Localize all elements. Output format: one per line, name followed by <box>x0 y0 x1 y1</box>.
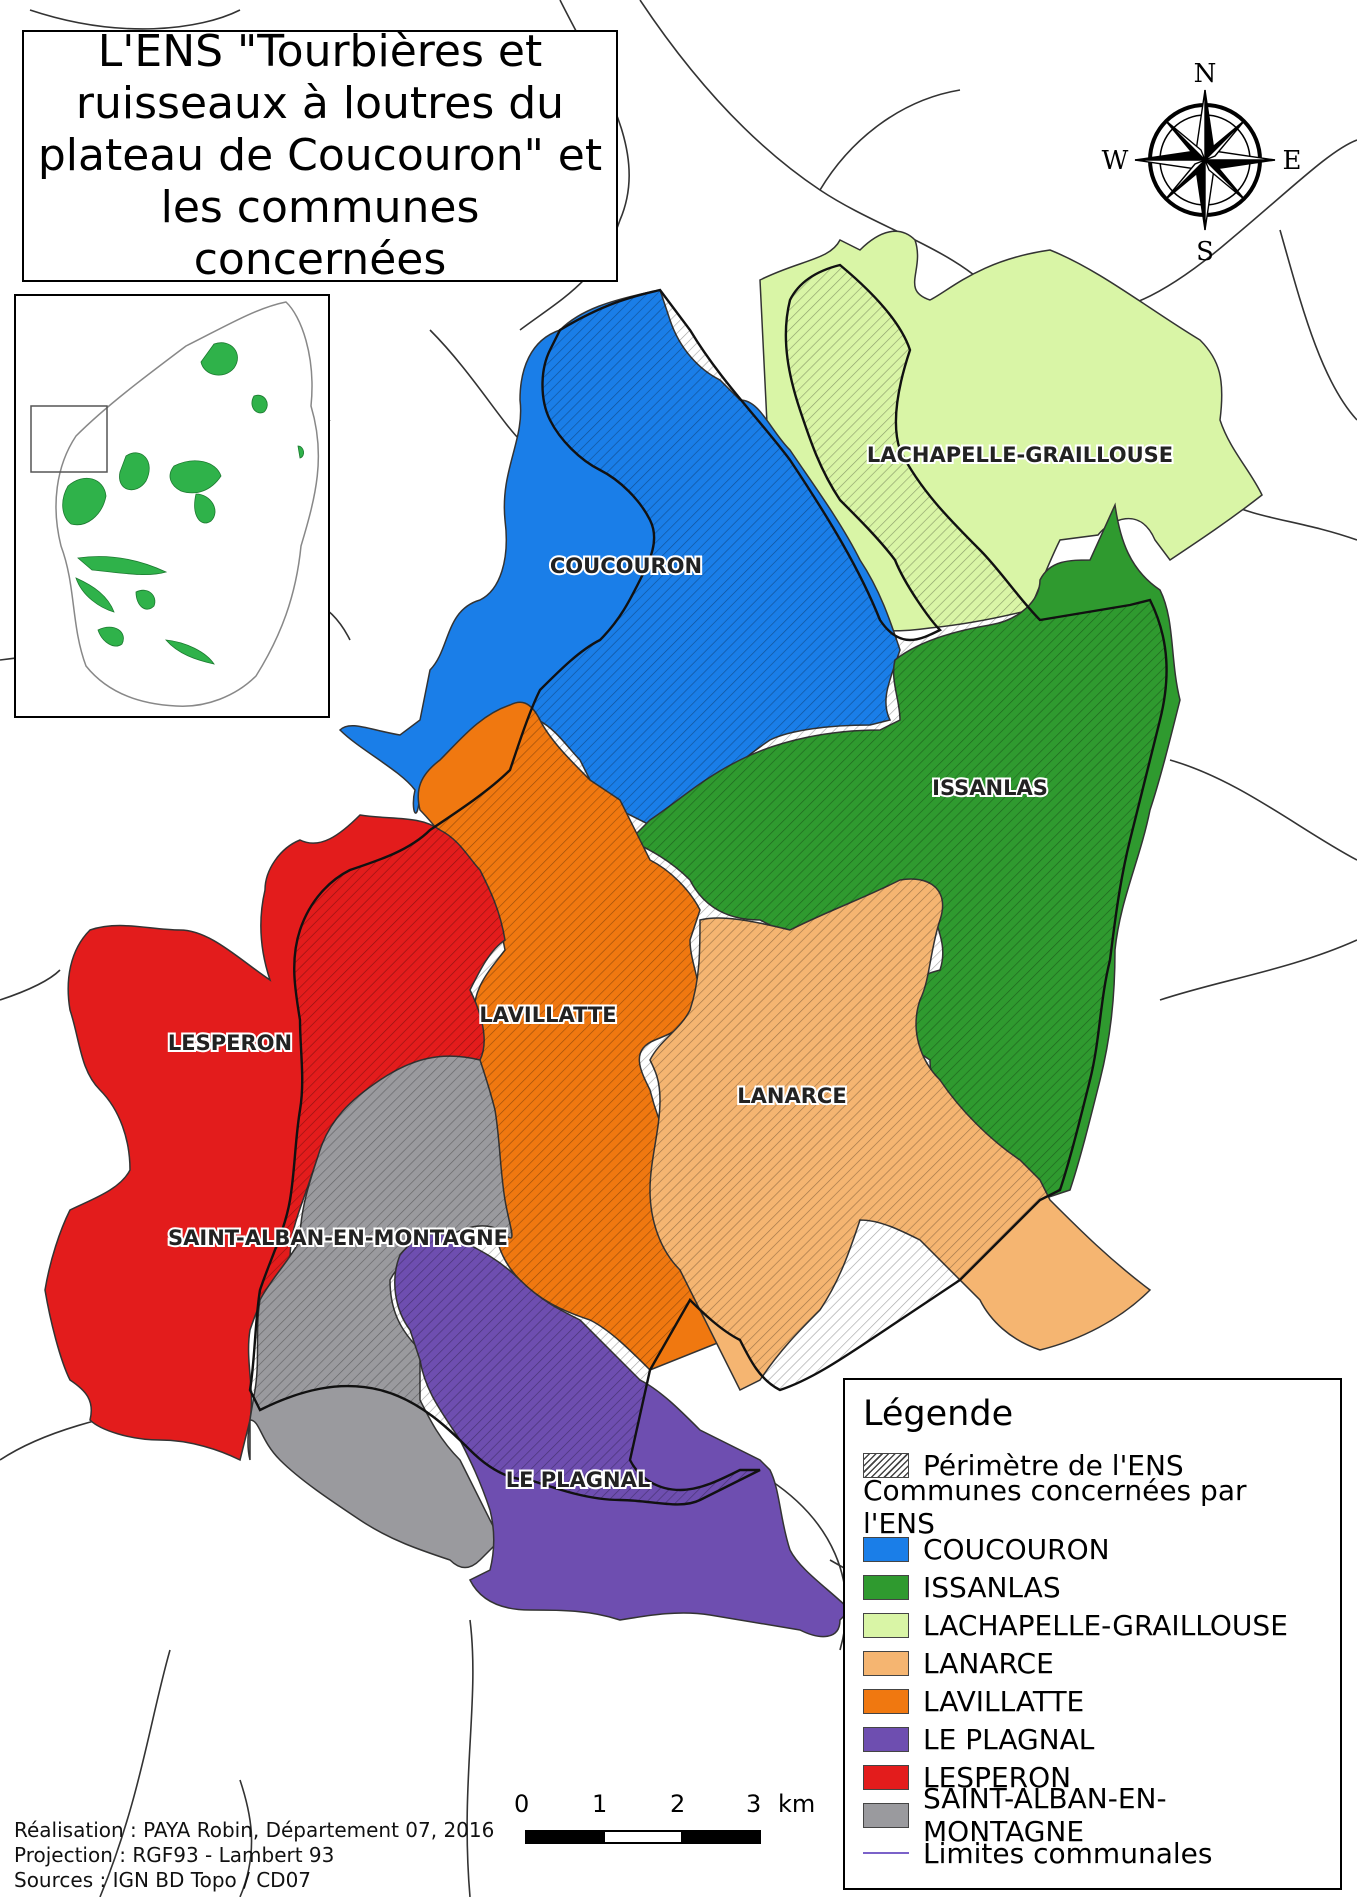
legend-item: LESPERON <box>863 1758 1322 1796</box>
color-swatch <box>863 1574 909 1600</box>
label-coucouron: COUCOURON <box>550 554 702 578</box>
inset-map-svg <box>30 301 320 707</box>
compass-west: W <box>1102 146 1129 176</box>
scale-bar: 0 1 2 3 km <box>510 1790 815 1860</box>
hatch-swatch <box>863 1452 909 1478</box>
scale-tick-3: 3 <box>746 1790 762 1818</box>
map-title: L'ENS "Tourbières et ruisseaux à loutres… <box>37 26 603 285</box>
label-lachapelle-graillouse: LACHAPELLE-GRAILLOUSE <box>867 443 1173 467</box>
legend-item: LANARCE <box>863 1644 1322 1682</box>
legend-item: LACHAPELLE-GRAILLOUSE <box>863 1606 1322 1644</box>
legend-communes-heading: Communes concernées par l'ENS <box>863 1474 1247 1540</box>
label-issanlas: ISSANLAS <box>932 776 1048 800</box>
legend-item-limits: Limites communales <box>863 1834 1322 1872</box>
credit-line: Réalisation : PAYA Robin, Département 07… <box>14 1818 495 1842</box>
color-swatch <box>863 1802 909 1828</box>
title-box: L'ENS "Tourbières et ruisseaux à loutres… <box>22 26 618 285</box>
label-lanarce: LANARCE <box>737 1084 846 1108</box>
color-swatch <box>863 1764 909 1790</box>
scale-segment <box>681 1830 761 1844</box>
legend-item: SAINT-ALBAN-EN-MONTAGNE <box>863 1782 1322 1848</box>
label-lavillatte: LAVILLATTE <box>479 1003 616 1027</box>
legend-item: LAVILLATTE <box>863 1682 1322 1720</box>
inset-locator-map[interactable] <box>14 294 330 718</box>
credit-line: Sources : IGN BD Topo / CD07 <box>14 1868 312 1892</box>
scale-segment <box>603 1830 683 1844</box>
line-swatch <box>863 1852 909 1854</box>
label-saint-alban-en-montagne: SAINT-ALBAN-EN-MONTAGNE <box>168 1226 508 1250</box>
legend-item: ISSANLAS <box>863 1568 1322 1606</box>
ens-perimeter[interactable] <box>248 263 1168 1506</box>
label-lesperon: LESPERON <box>168 1031 292 1055</box>
compass-east: E <box>1283 146 1302 176</box>
commune-labels: COUCOURON ISSANLAS LACHAPELLE-GRAILLOUSE… <box>166 441 1175 1494</box>
compass-rose: N S E W <box>1102 59 1302 267</box>
color-swatch <box>863 1536 909 1562</box>
color-swatch <box>863 1688 909 1714</box>
color-swatch <box>863 1650 909 1676</box>
scale-unit: km <box>778 1790 816 1818</box>
legend-item-ens-perimeter: Périmètre de l'ENS <box>863 1446 1322 1484</box>
legend-title: Légende <box>863 1394 1014 1434</box>
color-swatch <box>863 1726 909 1752</box>
scale-tick-1: 1 <box>592 1790 608 1818</box>
color-swatch <box>863 1612 909 1638</box>
credits: Réalisation : PAYA Robin, Département 07… <box>14 1818 494 1893</box>
legend-commune-list: COUCOURON ISSANLAS LACHAPELLE-GRAILLOUSE… <box>863 1530 1322 1848</box>
legend-box: Légende Périmètre de l'ENS Communes conc… <box>843 1378 1342 1890</box>
compass-north: N <box>1194 59 1217 89</box>
scale-tick-0: 0 <box>514 1790 530 1818</box>
legend-item: COUCOURON <box>863 1530 1322 1568</box>
legend-item: LE PLAGNAL <box>863 1720 1322 1758</box>
label-le-plagnal: LE PLAGNAL <box>506 1468 651 1492</box>
compass-south: S <box>1196 237 1214 267</box>
scale-segment <box>525 1830 605 1844</box>
credit-line: Projection : RGF93 - Lambert 93 <box>14 1843 335 1867</box>
scale-tick-2: 2 <box>670 1790 686 1818</box>
